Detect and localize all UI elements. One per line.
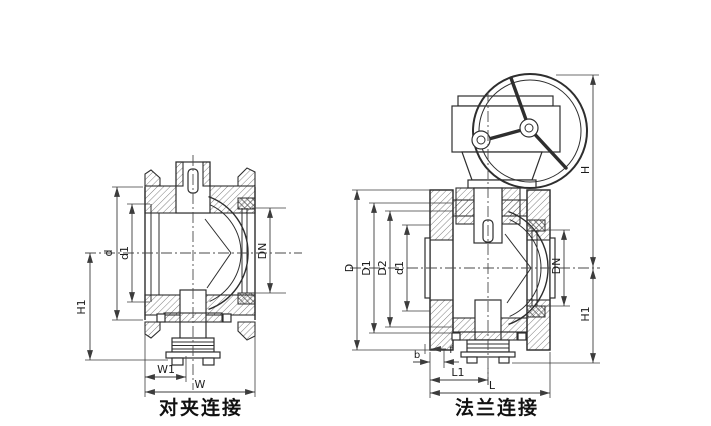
wafer-caption: 对夹连接 <box>159 396 243 419</box>
dim-L1: L1 <box>430 366 489 385</box>
wafer-gland-bolt-left <box>156 313 166 323</box>
flange-figure: D D1 D2 d1 <box>343 73 600 419</box>
dim-label-L: L <box>489 379 496 392</box>
handwheel-hub <box>519 118 539 138</box>
flange-bonnet-right <box>501 187 521 225</box>
flange-bottom-bolt-right <box>498 356 510 364</box>
dim-d: d <box>102 186 143 321</box>
dim-D: D <box>343 189 430 351</box>
dim-D2: D2 <box>376 210 453 328</box>
dim-label-DN-right: DN <box>550 258 563 275</box>
wafer-bottom-bolt-right <box>202 357 215 366</box>
dim-H1-left: H1 <box>75 252 168 361</box>
worm-shaft-hub <box>471 130 491 150</box>
dim-label-d1: d1 <box>118 246 131 260</box>
flange-gland-bolt-right <box>517 332 527 341</box>
handwheel-rim-outer <box>472 73 588 189</box>
flange-gland-bolt-left <box>451 332 461 341</box>
wafer-dimensions: d d1 H1 DN W1 <box>75 186 286 397</box>
dim-label-H: H <box>579 166 592 174</box>
left-flange <box>424 189 454 351</box>
flange-valve-body <box>424 187 556 364</box>
dim-label-d1-right: d1 <box>393 261 406 275</box>
dim-DN-left: DN <box>252 207 286 294</box>
dim-H: H H1 <box>512 74 600 364</box>
flange-seat-retainer-bottom <box>526 305 546 318</box>
flange-bonnet-left <box>455 187 475 225</box>
wafer-seat-retainer-top <box>237 197 256 210</box>
flange-bottom-bolt-left <box>466 356 478 364</box>
wafer-top-left-ear <box>144 169 161 187</box>
wafer-top-right-ear <box>237 167 256 187</box>
wafer-bottom-left-ear <box>144 321 161 339</box>
worm-shaft-pin <box>476 135 486 145</box>
dim-d1-right: d1 <box>393 224 430 312</box>
gearbox-bracket <box>461 151 543 181</box>
handwheel <box>471 73 588 189</box>
gearbox-cap <box>457 95 554 107</box>
handwheel-hub-pin <box>524 123 534 133</box>
dim-label-H1: H1 <box>75 299 88 314</box>
dim-label-W: W <box>195 378 206 391</box>
dim-label-f: f <box>449 345 453 356</box>
flange-seat-retainer-top <box>526 219 546 232</box>
dim-label-b: b <box>414 350 420 361</box>
wafer-valve-body <box>144 161 256 366</box>
dim-label-D1: D1 <box>360 260 373 275</box>
dim-W: W <box>145 330 256 397</box>
wafer-v-notch <box>204 218 232 289</box>
dim-f: f <box>424 344 453 356</box>
wafer-bottom-right-ear <box>237 321 256 341</box>
dim-label-D: D <box>343 264 356 272</box>
dim-label-L1: L1 <box>451 366 464 379</box>
dim-label-H1-right: H1 <box>579 306 592 321</box>
wafer-stem-packing-left <box>175 161 184 187</box>
dim-D1: D1 <box>360 202 453 334</box>
dim-L: L <box>430 352 551 398</box>
wafer-gland-bolt-right <box>222 313 232 323</box>
wafer-stem-packing-right <box>202 161 211 187</box>
dim-label-d: d <box>102 250 115 257</box>
wafer-bottom-bolt-left <box>171 357 184 366</box>
dim-DN-right: DN <box>545 229 570 307</box>
flange-dimensions: D D1 D2 d1 <box>343 74 600 398</box>
dim-label-D2: D2 <box>376 260 389 275</box>
flange-caption: 法兰连接 <box>455 396 539 419</box>
wafer-figure: d d1 H1 DN W1 <box>75 155 302 419</box>
dim-d1: d1 <box>118 203 150 303</box>
dim-label-W1: W1 <box>157 363 175 376</box>
dim-W1: W1 <box>144 330 187 397</box>
dim-label-DN: DN <box>256 243 269 260</box>
